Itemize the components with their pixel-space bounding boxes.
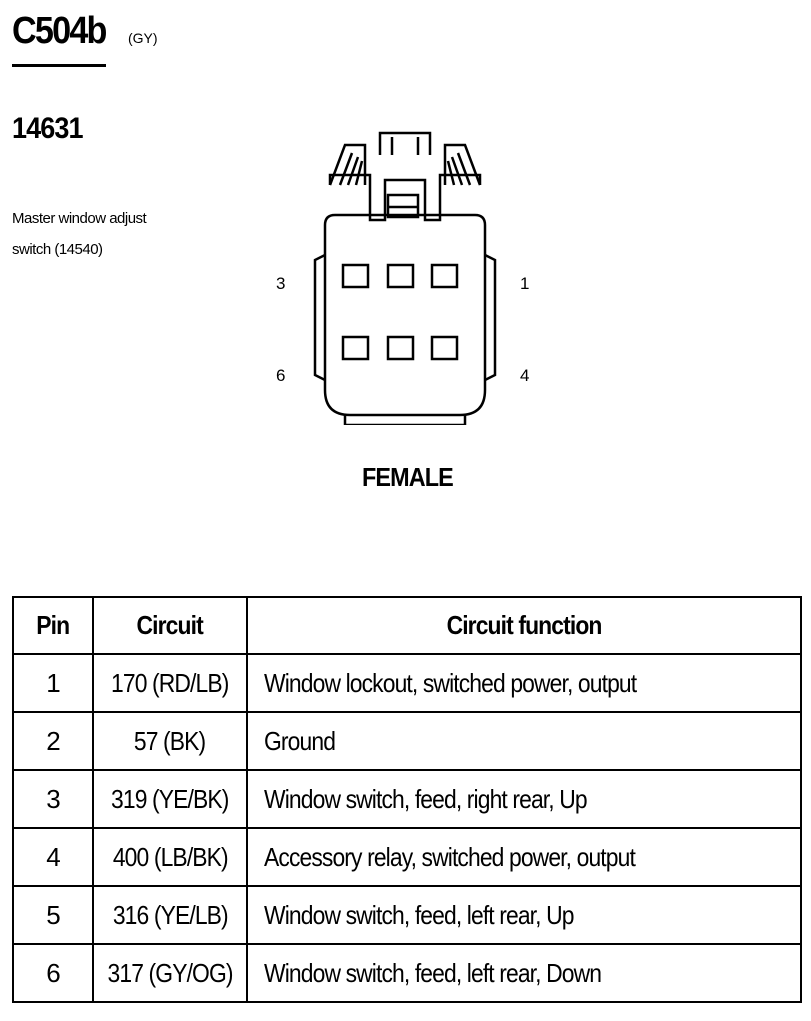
table-row: 4 400 (LB/BK) Accessory relay, switched … xyxy=(12,827,802,887)
circuit-cell: 400 (LB/BK) xyxy=(92,827,248,887)
pin-label-1: 1 xyxy=(520,274,530,293)
table-row: 2 57 (BK) Ground xyxy=(12,711,802,771)
pin-cell: 2 xyxy=(12,711,94,771)
pinout-table: Pin Circuit Circuit function 1 170 (RD/L… xyxy=(12,596,802,1003)
function-cell: Accessory relay, switched power, output xyxy=(246,827,802,887)
table-row: 5 316 (YE/LB) Window switch, feed, left … xyxy=(12,885,802,945)
pin-cell: 5 xyxy=(12,885,94,945)
function-cell: Ground xyxy=(246,711,802,771)
function-cell: Window switch, feed, left rear, Up xyxy=(246,885,802,945)
circuit-cell: 57 (BK) xyxy=(92,711,248,771)
column-header-function: Circuit function xyxy=(246,596,802,655)
connector-face-drawing xyxy=(313,131,497,425)
function-cell: Window switch, feed, left rear, Down xyxy=(246,943,802,1003)
table-row: 3 319 (YE/BK) Window switch, feed, right… xyxy=(12,769,802,829)
column-header-circuit: Circuit xyxy=(92,596,248,655)
connector-gender: FEMALE xyxy=(362,462,454,492)
circuit-cell: 319 (YE/BK) xyxy=(92,769,248,829)
pin-cell: 6 xyxy=(12,943,94,1003)
connector-color-code: (GY) xyxy=(128,30,158,46)
column-header-pin: Pin xyxy=(12,596,94,655)
circuit-cell: 316 (YE/LB) xyxy=(92,885,248,945)
circuit-cell: 170 (RD/LB) xyxy=(92,653,248,713)
pin-label-3: 3 xyxy=(276,274,286,293)
title-underline xyxy=(12,64,106,67)
pin-cell: 4 xyxy=(12,827,94,887)
table-row: 1 170 (RD/LB) Window lockout, switched p… xyxy=(12,653,802,713)
pin-cell: 1 xyxy=(12,653,94,713)
table-row: 6 317 (GY/OG) Window switch, feed, left … xyxy=(12,943,802,1003)
function-cell: Window switch, feed, right rear, Up xyxy=(246,769,802,829)
pin-label-4: 4 xyxy=(520,366,530,385)
pin-label-6: 6 xyxy=(276,366,286,385)
connector-id: C504b xyxy=(12,10,107,52)
function-cell: Window lockout, switched power, output xyxy=(246,653,802,713)
table-header-row: Pin Circuit Circuit function xyxy=(12,596,802,655)
pin-cell: 3 xyxy=(12,769,94,829)
part-number: 14631 xyxy=(12,112,83,145)
connector-description: Master window adjust switch (14540) xyxy=(12,210,147,258)
circuit-cell: 317 (GY/OG) xyxy=(92,943,248,1003)
